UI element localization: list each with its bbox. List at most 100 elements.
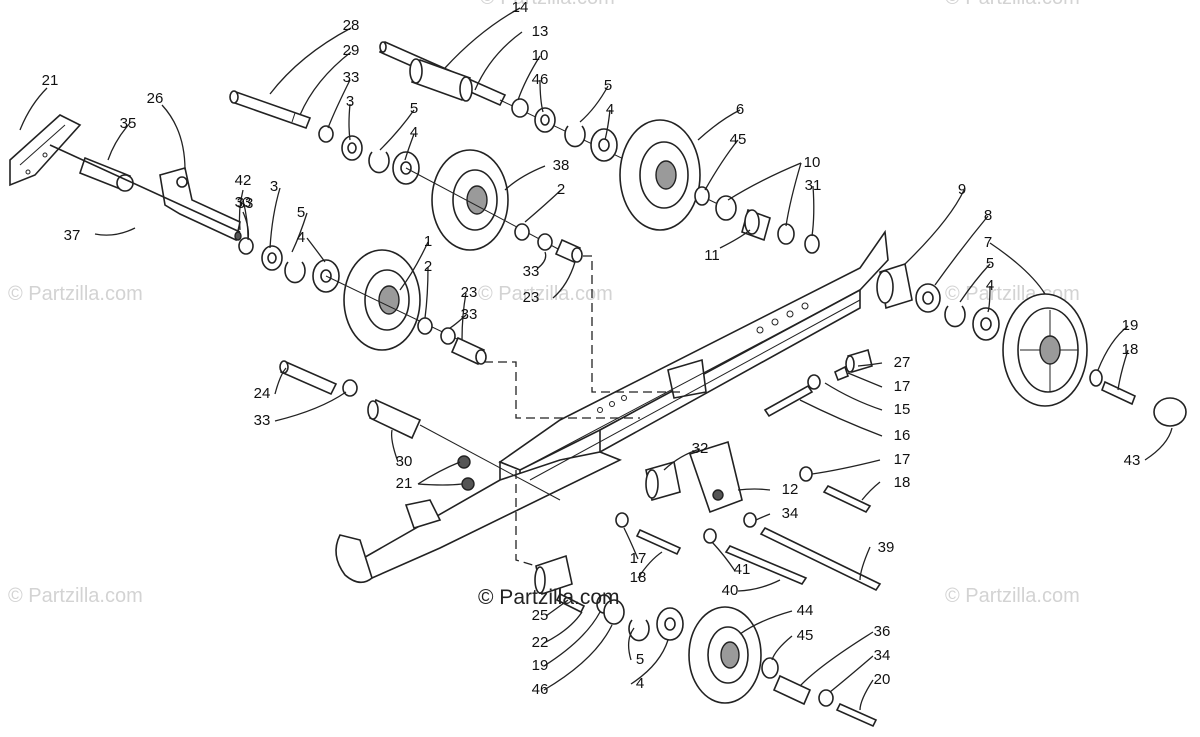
lower-center-bracket bbox=[645, 440, 872, 528]
callout-10-b: 10 bbox=[804, 154, 821, 171]
callout-5-a: 5 bbox=[410, 100, 418, 117]
watermark-top: © Partzilla.com bbox=[480, 0, 615, 9]
callout-24: 24 bbox=[254, 385, 271, 402]
callout-3-b: 3 bbox=[270, 178, 278, 195]
callout-33-e: 33 bbox=[461, 306, 478, 323]
idler-wheel-1 bbox=[343, 249, 421, 351]
slide-rail-frame bbox=[335, 229, 889, 584]
callout-15: 15 bbox=[894, 401, 911, 418]
callout-9: 9 bbox=[958, 181, 966, 198]
callout-42: 42 bbox=[235, 172, 252, 189]
callout-32: 32 bbox=[692, 440, 709, 457]
watermark-center: © Partzilla.com bbox=[478, 283, 613, 305]
callout-30: 30 bbox=[396, 453, 413, 470]
shaft-28 bbox=[229, 90, 312, 130]
watermark-bottom-right: © Partzilla.com bbox=[945, 585, 1080, 607]
callout-35: 35 bbox=[120, 115, 137, 132]
callout-18-a: 18 bbox=[1122, 341, 1139, 358]
callout-6: 6 bbox=[736, 101, 744, 118]
callout-40: 40 bbox=[722, 582, 739, 599]
spacers-center bbox=[417, 223, 583, 366]
callout-8: 8 bbox=[984, 207, 992, 224]
callout-46-a: 46 bbox=[532, 71, 549, 88]
left-frame-section bbox=[9, 114, 82, 187]
bolts-right bbox=[763, 348, 873, 418]
callout-5-c: 5 bbox=[297, 204, 305, 221]
callout-29: 29 bbox=[343, 42, 360, 59]
callout-33-f: 33 bbox=[254, 412, 271, 429]
callout-41: 41 bbox=[734, 561, 751, 578]
callout-4-b: 4 bbox=[606, 101, 614, 118]
callout-44: 44 bbox=[797, 602, 814, 619]
callout-17-c: 17 bbox=[630, 550, 647, 567]
lower-wheel-assembly bbox=[534, 554, 878, 728]
callout-45-b: 45 bbox=[797, 627, 814, 644]
callout-21-b: 21 bbox=[396, 475, 413, 492]
callout-36: 36 bbox=[874, 623, 891, 640]
copyright-text: © Partzilla.com bbox=[478, 586, 620, 609]
idler-wheel-6 bbox=[619, 119, 701, 231]
idler-wheel-38 bbox=[431, 149, 509, 251]
callout-22: 22 bbox=[532, 634, 549, 651]
callout-21: 21 bbox=[42, 72, 59, 89]
callout-18-b: 18 bbox=[894, 474, 911, 491]
spacer-stack-right bbox=[694, 186, 820, 254]
long-bolts bbox=[615, 512, 882, 592]
callout-19-b: 19 bbox=[532, 657, 549, 674]
callout-31: 31 bbox=[805, 177, 822, 194]
callout-25: 25 bbox=[532, 607, 549, 624]
callout-2-a: 2 bbox=[557, 181, 565, 198]
callout-12: 12 bbox=[782, 481, 799, 498]
callout-17-a: 17 bbox=[894, 378, 911, 395]
watermark-bottom-left: © Partzilla.com bbox=[8, 585, 143, 607]
callout-2-b: 2 bbox=[424, 258, 432, 275]
upper-center-stack bbox=[511, 98, 618, 162]
callout-28: 28 bbox=[343, 17, 360, 34]
callout-17-b: 17 bbox=[894, 451, 911, 468]
callout-10-a: 10 bbox=[532, 47, 549, 64]
callout-34-a: 34 bbox=[782, 505, 799, 522]
watermark-left: © Partzilla.com bbox=[8, 283, 143, 305]
callout-1: 1 bbox=[424, 233, 432, 250]
callout-11: 11 bbox=[704, 247, 720, 264]
callout-4-d: 4 bbox=[986, 277, 994, 294]
callout-38: 38 bbox=[553, 157, 570, 174]
callout-16: 16 bbox=[894, 427, 911, 444]
leader-lines bbox=[19, 7, 1173, 711]
callout-labels: 21 26 35 37 42 33 28 29 33 3 5 4 14 13 1… bbox=[42, 0, 1141, 698]
callout-39: 39 bbox=[878, 539, 895, 556]
callout-43: 43 bbox=[1124, 452, 1141, 469]
assembly-dashed-lines bbox=[484, 255, 680, 567]
callout-7: 7 bbox=[984, 234, 992, 251]
callout-23-a: 23 bbox=[523, 289, 540, 306]
callout-13: 13 bbox=[532, 23, 549, 40]
callout-19-a: 19 bbox=[1122, 317, 1139, 334]
callout-23-b: 23 bbox=[461, 284, 478, 301]
callout-5-e: 5 bbox=[636, 651, 644, 668]
callout-33-b: 33 bbox=[343, 69, 360, 86]
front-arm-assembly bbox=[49, 144, 242, 242]
shaft-13 bbox=[378, 40, 507, 107]
callout-34-b: 34 bbox=[874, 647, 891, 664]
callout-3-a: 3 bbox=[346, 93, 354, 110]
callout-18-c: 18 bbox=[630, 569, 647, 586]
watermark-top-right: © Partzilla.com bbox=[945, 0, 1080, 9]
callout-4-c: 4 bbox=[297, 229, 305, 246]
callout-33-a: 33 bbox=[235, 194, 252, 211]
callout-26: 26 bbox=[147, 90, 164, 107]
callout-33-c: 33 bbox=[523, 263, 540, 280]
callout-5-b: 5 bbox=[604, 77, 612, 94]
callout-33-d: 33 bbox=[237, 195, 254, 212]
callout-5-d: 5 bbox=[986, 255, 994, 272]
callout-46-b: 46 bbox=[532, 681, 549, 698]
callout-45-a: 45 bbox=[730, 131, 747, 148]
callout-27: 27 bbox=[894, 354, 911, 371]
callout-14: 14 bbox=[512, 0, 529, 16]
rear-arm-parts bbox=[279, 360, 561, 501]
rear-wheel-assembly bbox=[876, 262, 1187, 427]
callout-20: 20 bbox=[874, 671, 891, 688]
callout-37: 37 bbox=[64, 227, 81, 244]
callout-4-e: 4 bbox=[636, 675, 644, 692]
callout-4-a: 4 bbox=[410, 124, 418, 141]
